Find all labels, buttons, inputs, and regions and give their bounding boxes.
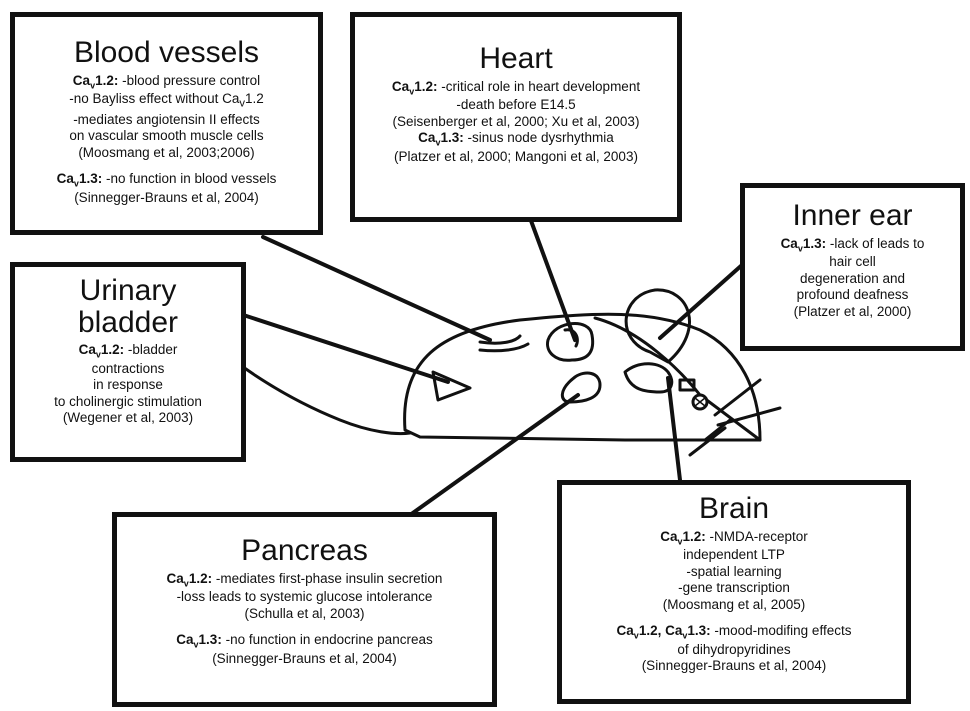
mouse-whiskers <box>690 380 780 455</box>
box-heart: Heart Cav1.2: -critical role in heart de… <box>350 12 682 222</box>
box-title: Blood vessels <box>15 37 318 69</box>
box-title-line1: Urinary <box>15 275 241 307</box>
box-title: Heart <box>355 43 677 75</box>
brain-organ <box>625 364 672 392</box>
connector-urinary-bladder <box>222 308 448 382</box>
pancreas-organ <box>562 373 600 402</box>
box-blood-vessels: Blood vessels Cav1.2: -blood pressure co… <box>10 12 323 235</box>
connector-heart <box>530 218 575 340</box>
mouse-body <box>405 314 760 440</box>
box-title: Pancreas <box>117 535 492 567</box>
connector-brain <box>668 378 680 480</box>
box-title-line2: bladder <box>15 307 241 339</box>
box-brain: Brain Cav1.2: -NMDA-receptor independent… <box>557 480 911 704</box>
connector-inner-ear <box>660 265 742 338</box>
connector-pancreas <box>410 395 578 515</box>
box-urinary-bladder: Urinary bladder Cav1.2: -bladder contrac… <box>10 262 246 462</box>
box-pancreas: Pancreas Cav1.2: -mediates first-phase i… <box>112 512 497 707</box>
box-title: Brain <box>562 493 906 525</box>
box-title: Inner ear <box>745 200 960 232</box>
ca-symbol: Ca <box>73 73 90 88</box>
connector-blood-vessels <box>263 237 490 340</box>
box-inner-ear: Inner ear Cav1.3: -lack of leads to hair… <box>740 183 965 351</box>
bladder-organ <box>433 372 470 400</box>
